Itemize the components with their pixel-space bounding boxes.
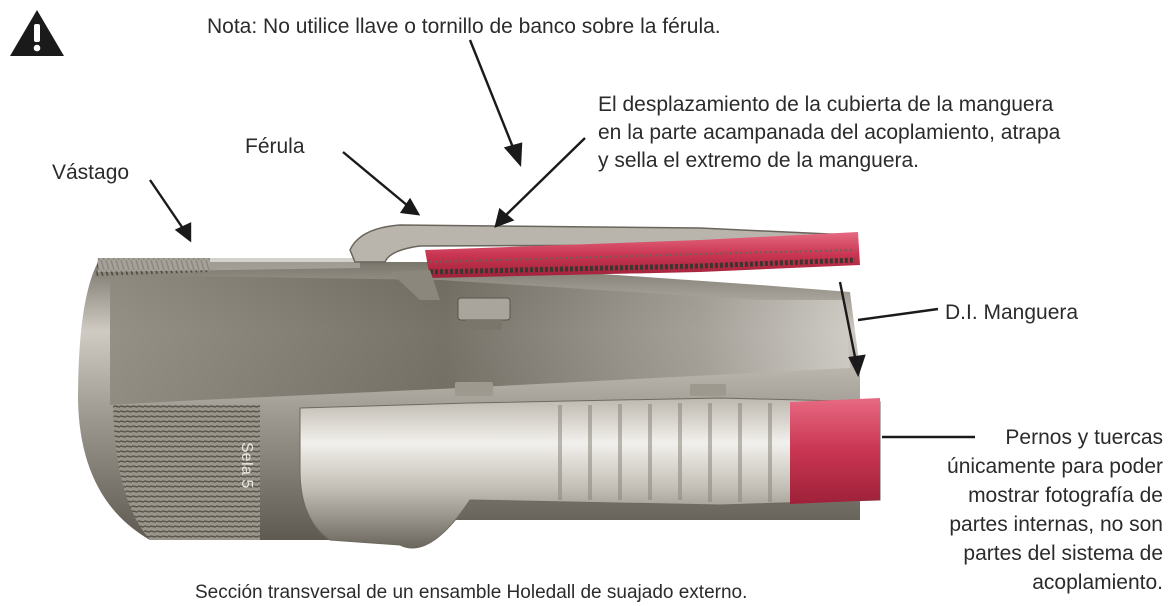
stem-label: Vástago — [52, 161, 130, 184]
pernos-line-1: Pernos y tuercas — [1005, 426, 1163, 449]
pernos-line-4: partes internas, no son — [949, 513, 1163, 536]
pernos-line-6: acoplamiento. — [1032, 571, 1163, 594]
desp-line-3: y sella el extremo de la manguera. — [598, 149, 919, 172]
bolts-note-label: Pernos y tuercas únicamente para poder m… — [947, 423, 1163, 597]
note-label: Nota: No utilice llave o tornillo de ban… — [207, 15, 721, 38]
hose-cover-displacement-label: El desplazamiento de la cubierta de la m… — [598, 91, 1060, 175]
pernos-line-2: únicamente para poder — [947, 455, 1163, 478]
ferrule-label: Férula — [245, 135, 305, 158]
figure-caption: Sección transversal de un ensamble Holed… — [195, 582, 748, 603]
warning-triangle-icon — [8, 8, 66, 58]
desp-line-2: en la parte acampanada del acoplamiento,… — [598, 121, 1061, 144]
pernos-line-3: mostrar fotografía de — [968, 484, 1163, 507]
desp-line-1: El desplazamiento de la cubierta de la m… — [598, 93, 1054, 116]
pernos-line-5: partes del sistema de — [963, 542, 1163, 565]
hose-id-label: D.I. Manguera — [945, 301, 1079, 324]
stem-stamp: SeIa 5 — [238, 442, 255, 488]
